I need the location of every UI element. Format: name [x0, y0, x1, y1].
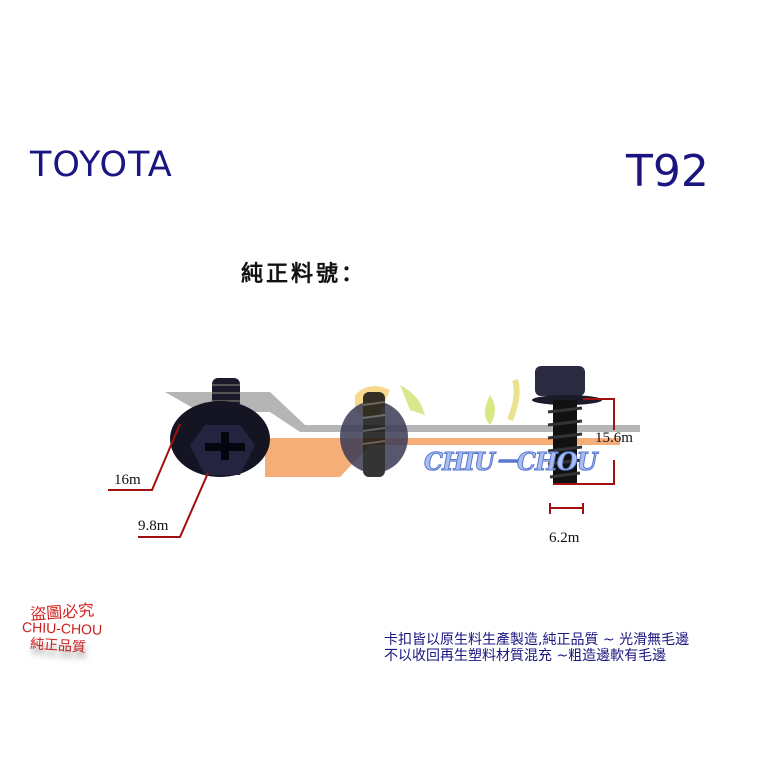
description-line-1: 卡扣皆以原生料生產製造,純正品質 ~ 光滑無毛邊 — [384, 632, 690, 648]
product-photo: CHIU－CHOU 16m 9.8m 15.6m 6.2m — [0, 350, 781, 550]
screw-1 — [170, 378, 270, 477]
part-code: T92 — [626, 146, 709, 197]
dimension-lines — [108, 398, 615, 538]
dimension-head-diameter: 16m — [114, 472, 141, 488]
part-number-label: 純正料號： — [241, 261, 367, 287]
product-illustration — [108, 366, 640, 538]
watermark-text: CHIU－CHOU — [424, 447, 599, 477]
brand-title: TOYOTA — [30, 145, 173, 185]
dimension-length: 15.6m — [595, 430, 633, 446]
description-line-2: 不以收回再生塑料材質混充 ~粗造邊軟有毛邊 — [384, 648, 667, 664]
dimension-thread-diameter: 6.2m — [549, 530, 580, 546]
screw-2 — [340, 392, 408, 477]
dimension-hex-size: 9.8m — [138, 518, 169, 534]
copyright-stamp: 盜圖必究 CHIU-CHOU 純正品質 — [22, 597, 142, 657]
screw-3 — [532, 366, 602, 485]
quality-description: 卡扣皆以原生料生產製造,純正品質 ~ 光滑無毛邊 不以收回再生塑料材質混充 ~粗… — [384, 632, 689, 664]
